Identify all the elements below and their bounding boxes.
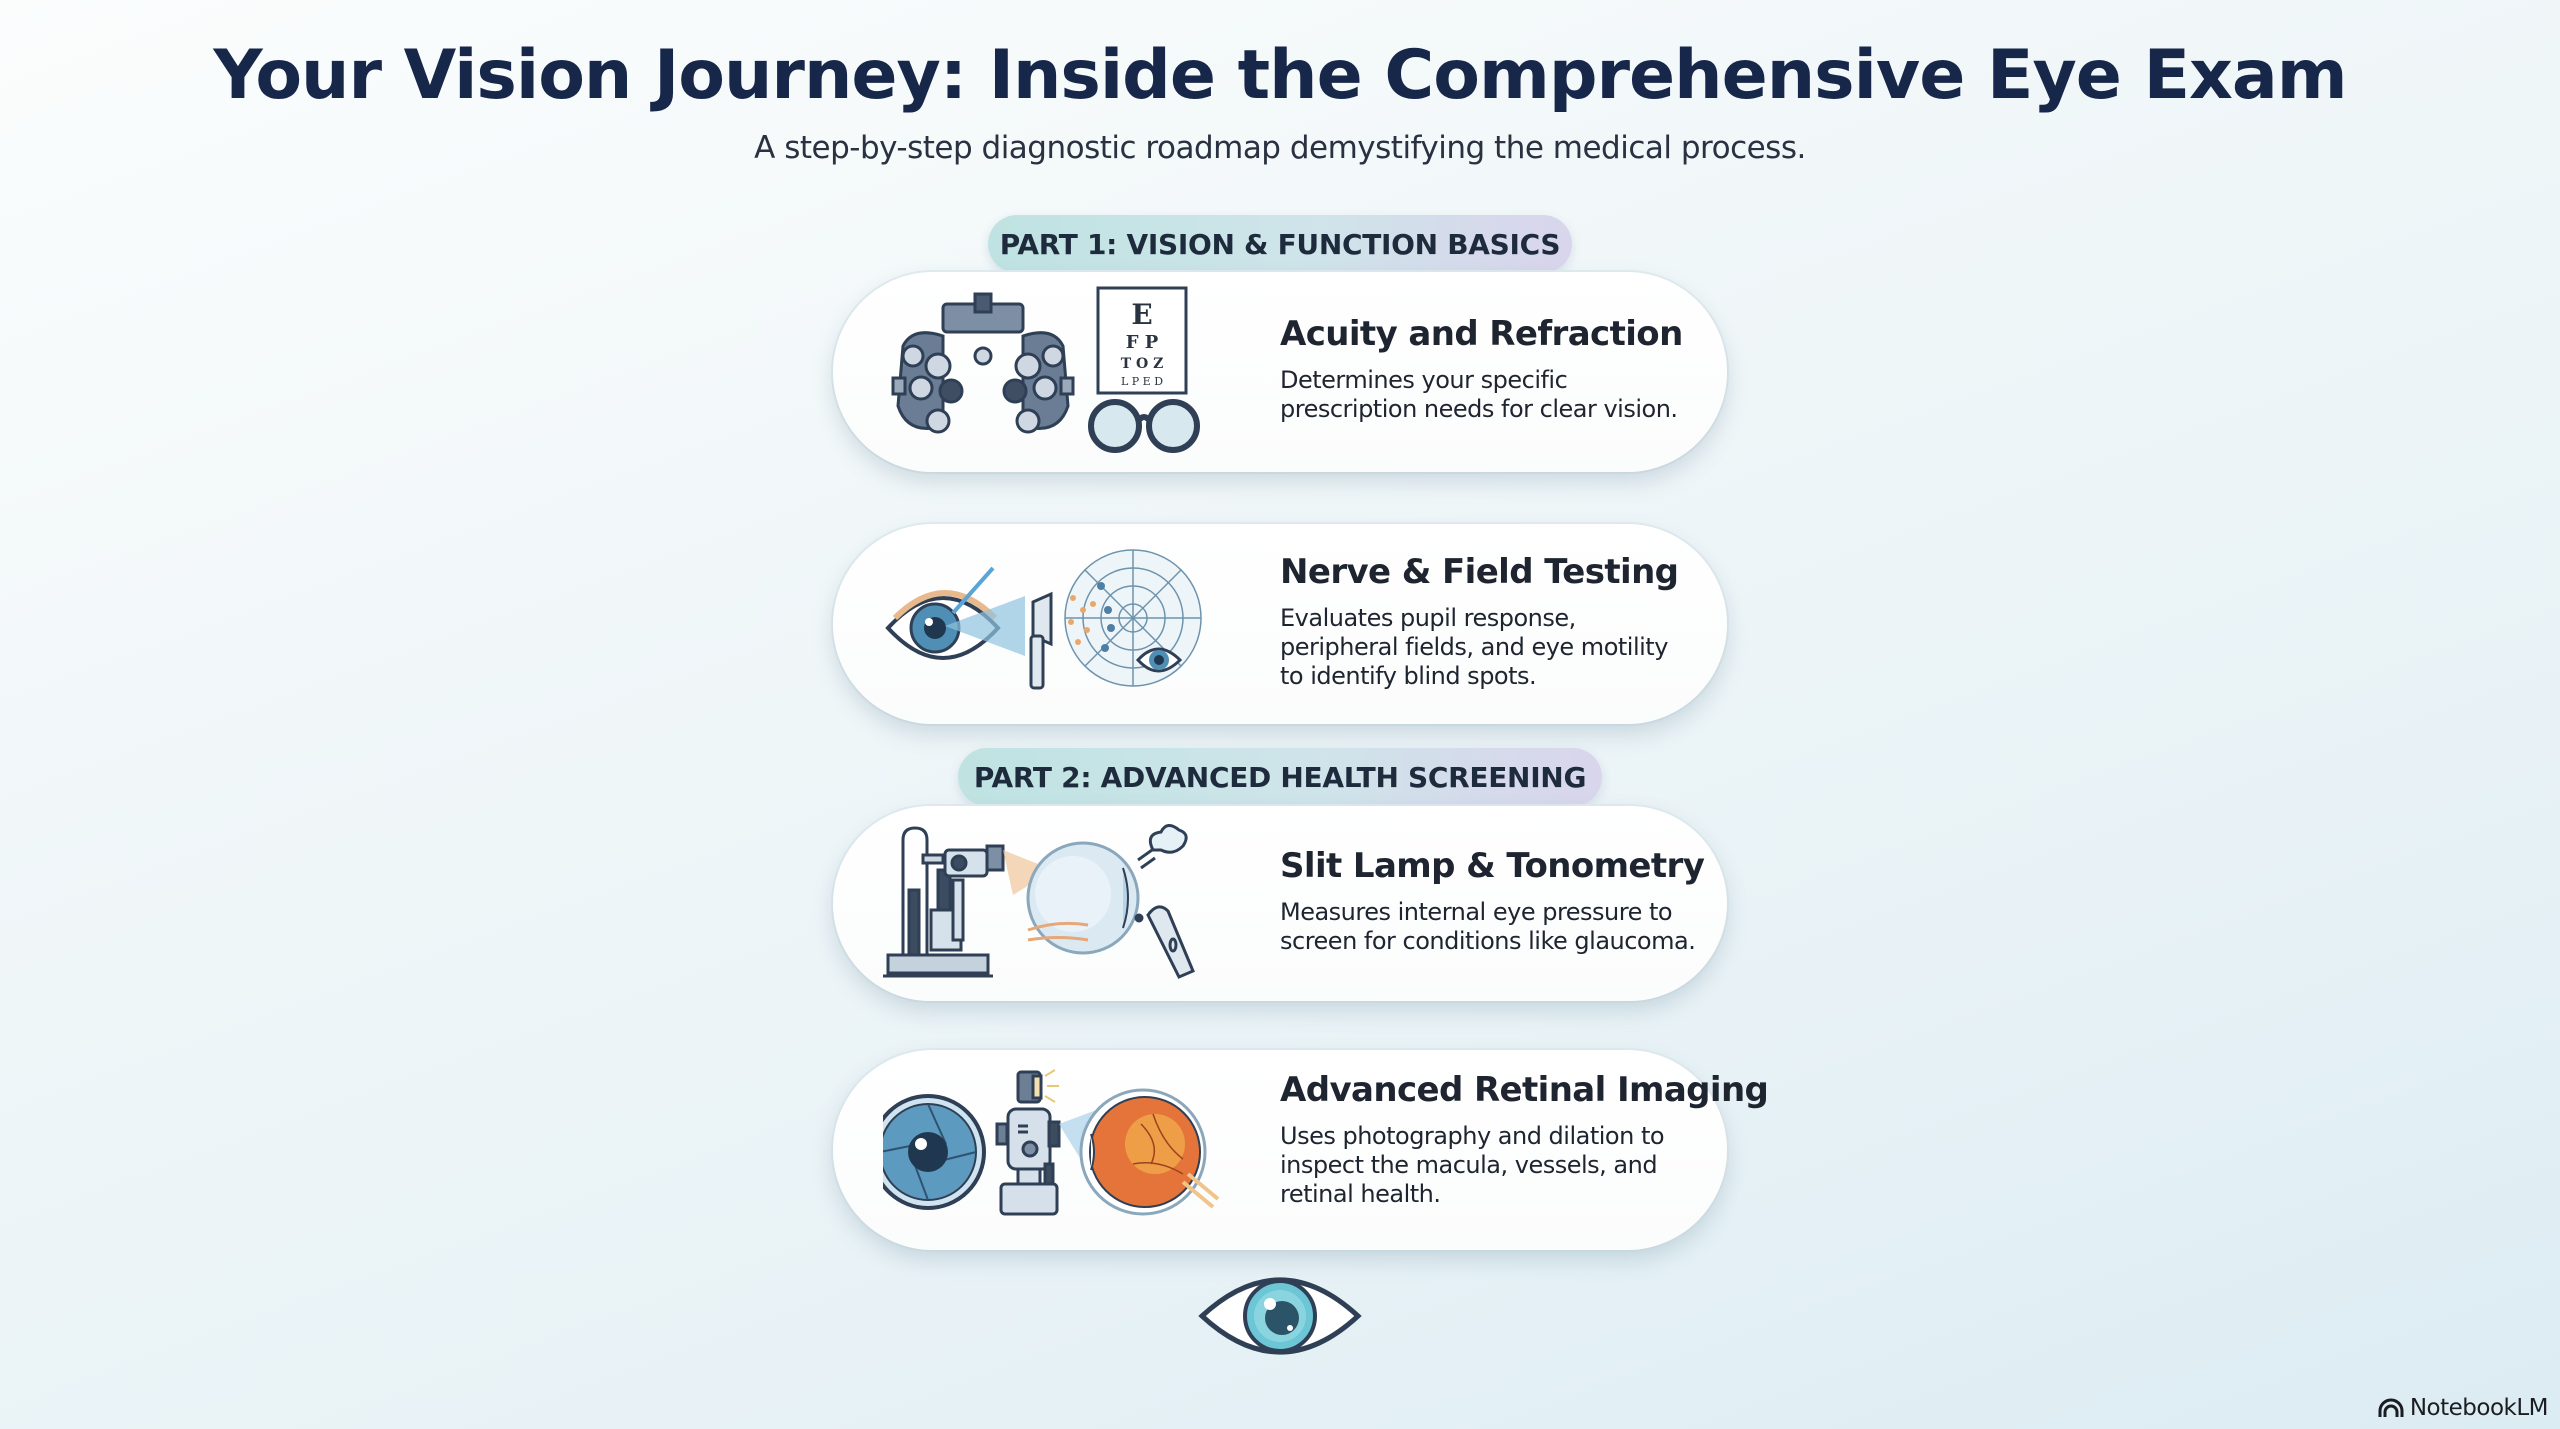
svg-text:T O Z: T O Z: [1121, 356, 1164, 372]
step-description: Measures internal eye pressure to screen…: [1280, 898, 1696, 955]
air-puff-tonometer-icon: [1134, 824, 1195, 979]
eye-chart-icon: E F P T O Z L P E D: [1096, 286, 1188, 395]
step-title: Advanced Retinal Imaging: [1280, 1070, 1769, 1110]
step-card-slit-lamp-tonometry: Slit Lamp & Tonometry Measures internal …: [833, 806, 1727, 1001]
step-card-acuity-refraction: E F P T O Z L P E D Acuity and Refractio…: [833, 272, 1727, 472]
penlight-icon: [1029, 591, 1053, 690]
step-icons: [883, 538, 1263, 708]
visual-field-grid-icon: [1064, 549, 1202, 687]
notebooklm-logo-icon: [2378, 1398, 2404, 1417]
step-title: Nerve & Field Testing: [1280, 552, 1679, 592]
step-card-advanced-retinal-imaging: Advanced Retinal Imaging Uses photograph…: [833, 1050, 1769, 1250]
eye-icon: [1198, 1272, 1362, 1360]
slit-lamp-icon: [883, 826, 1053, 978]
brand-label: NotebookLM: [2409, 1395, 2549, 1421]
step-title: Acuity and Refraction: [1280, 314, 1683, 354]
page-title: Your Vision Journey: Inside the Comprehe…: [213, 36, 2347, 115]
section-label-part-1: PART 1: VISION & FUNCTION BASICS: [988, 215, 1572, 273]
step-title: Slit Lamp & Tonometry: [1280, 846, 1705, 886]
step-description: Uses photography and dilation to inspect…: [1280, 1122, 1665, 1208]
svg-text:E: E: [1131, 298, 1152, 331]
step-icons: [870, 1064, 1263, 1234]
retina-eyeball-icon: [1079, 1088, 1220, 1216]
step-icons: E F P T O Z L P E D: [883, 286, 1263, 456]
eyeball-cross-section-icon: [1026, 841, 1140, 955]
eyeglasses-icon: [1088, 399, 1200, 453]
section-label-part-2: PART 2: ADVANCED HEALTH SCREENING: [958, 748, 1602, 806]
camera-lens-icon: [870, 1094, 986, 1210]
notebooklm-brand: NotebookLM: [2378, 1395, 2549, 1421]
eye-with-penlight-icon: [885, 566, 1025, 660]
svg-text:F P: F P: [1126, 332, 1159, 353]
phoropter-icon: [891, 292, 1075, 434]
step-icons: [883, 820, 1263, 990]
page-subtitle: A step-by-step diagnostic roadmap demyst…: [754, 130, 1806, 166]
svg-text:L P E D: L P E D: [1121, 375, 1163, 388]
step-description: Evaluates pupil response, peripheral fie…: [1280, 604, 1668, 690]
step-card-nerve-field-testing: Nerve & Field Testing Evaluates pupil re…: [833, 524, 1727, 724]
small-eye-icon: [1135, 647, 1183, 673]
step-description: Determines your specific prescription ne…: [1280, 366, 1678, 423]
